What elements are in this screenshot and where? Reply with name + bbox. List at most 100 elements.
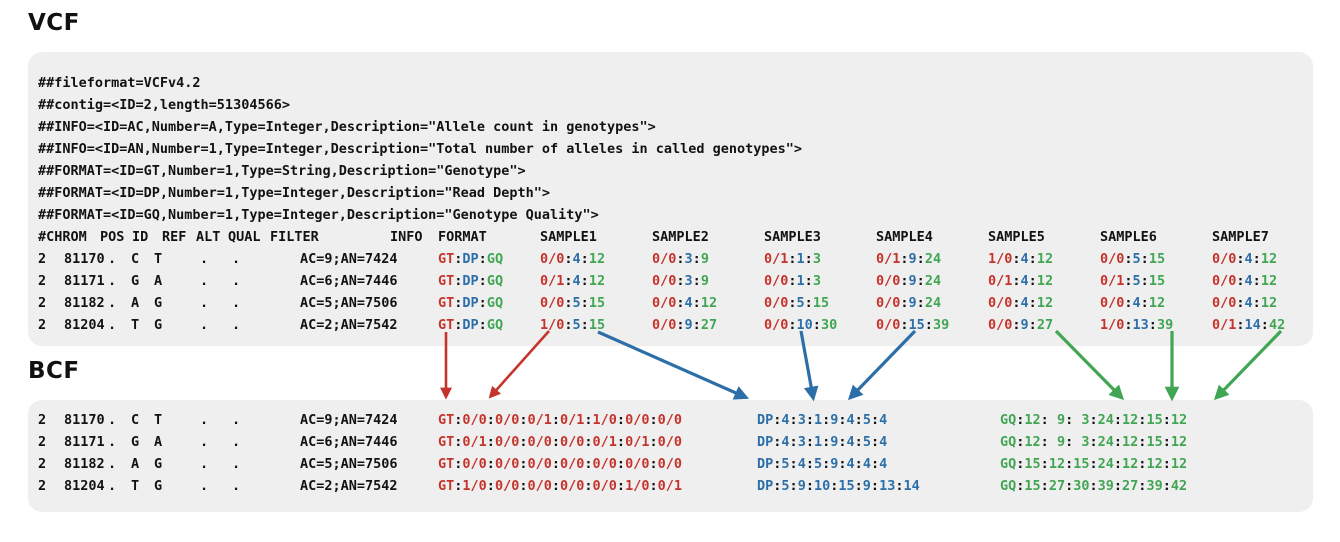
dp-vector-cell: DP:4:3:1:9:4:5:4 (757, 412, 888, 428)
sample4-header: SAMPLE4 (876, 229, 933, 245)
id-cell: . (108, 478, 117, 494)
sample2-cell: 0/0:4:12 (652, 295, 718, 311)
pos-cell: 81171 (64, 434, 105, 450)
bcf-panel: 2 81170 . C T . . AC=9;AN=7424 GT:0/0:0/… (28, 400, 1313, 512)
sample7-cell: 0/0:4:12 (1212, 251, 1278, 267)
filter-cell: . (232, 251, 241, 267)
vcf-meta-line: ##fileformat=VCFv4.2 (38, 75, 201, 91)
filter-cell: . (232, 295, 241, 311)
qual-cell: . (200, 456, 209, 472)
sample3-cell: 0/0:5:15 (764, 295, 830, 311)
qual-cell: . (200, 478, 209, 494)
alt-header: ALT (196, 229, 221, 245)
pos-cell: 81204 (64, 478, 105, 494)
ref-cell: T (131, 317, 140, 333)
chrom-cell: 2 (38, 295, 47, 311)
qual-cell: . (200, 295, 209, 311)
chrom-cell: 2 (38, 317, 47, 333)
gq-vector-cell: GQ:12: 9: 3:24:12:15:12 (1000, 434, 1188, 450)
sample3-header: SAMPLE3 (764, 229, 821, 245)
qual-header: QUAL (228, 229, 261, 245)
sample2-cell: 0/0:9:27 (652, 317, 718, 333)
sample6-cell: 0/1:5:15 (1100, 273, 1166, 289)
sample5-header: SAMPLE5 (988, 229, 1045, 245)
format-cell: GT:DP:GQ (438, 273, 504, 289)
chrom-header: #CHROM (38, 229, 87, 245)
alt-cell: G (154, 478, 163, 494)
id-cell: . (108, 317, 117, 333)
info-cell: AC=6;AN=7446 (300, 434, 398, 450)
id-cell: . (108, 434, 117, 450)
info-header: INFO (390, 229, 423, 245)
pos-cell: 81170 (64, 412, 105, 428)
filter-cell: . (232, 434, 241, 450)
id-cell: . (108, 456, 117, 472)
ref-cell: G (131, 434, 140, 450)
gt-vector-cell: GT:0/0:0/0:0/1:0/1:1/0:0/0:0/0 (438, 412, 682, 428)
vcf-data-row-4: 2 81204 . T G . . AC=2;AN=7542 GT:DP:GQ … (38, 314, 1313, 336)
format-cell: GT:DP:GQ (438, 317, 504, 333)
id-header: ID (132, 229, 149, 245)
alt-cell: T (154, 251, 163, 267)
sample6-header: SAMPLE6 (1100, 229, 1157, 245)
alt-cell: A (154, 273, 163, 289)
ref-cell: T (131, 478, 140, 494)
filter-cell: . (232, 317, 241, 333)
gq-vector-cell: GQ:12: 9: 3:24:12:15:12 (1000, 412, 1188, 428)
chrom-cell: 2 (38, 251, 47, 267)
sample4-cell: 0/0:15:39 (876, 317, 950, 333)
chrom-cell: 2 (38, 273, 47, 289)
gq-vector-cell: GQ:15:27:30:39:27:39:42 (1000, 478, 1188, 494)
sample6-cell: 0/0:4:12 (1100, 295, 1166, 311)
filter-cell: . (232, 412, 241, 428)
qual-cell: . (200, 273, 209, 289)
pos-cell: 81171 (64, 273, 105, 289)
vcf-meta-line: ##INFO=<ID=AN,Number=1,Type=Integer,Desc… (38, 141, 803, 157)
sample2-cell: 0/0:3:9 (652, 251, 709, 267)
vcf-meta-line: ##INFO=<ID=AC,Number=A,Type=Integer,Desc… (38, 119, 656, 135)
sample4-cell: 0/0:9:24 (876, 273, 942, 289)
format-cell: GT:DP:GQ (438, 251, 504, 267)
vcf-data-row-3: 2 81182 . A G . . AC=5;AN=7506 GT:DP:GQ … (38, 292, 1313, 314)
alt-cell: G (154, 317, 163, 333)
qual-cell: . (200, 251, 209, 267)
dp-vector-cell: DP:4:3:1:9:4:5:4 (757, 434, 888, 450)
ref-cell: G (131, 273, 140, 289)
gq-vector-cell: GQ:15:12:15:24:12:12:12 (1000, 456, 1188, 472)
filter-cell: . (232, 478, 241, 494)
sample5-cell: 0/0:4:12 (988, 295, 1054, 311)
bcf-panel-content: 2 81170 . C T . . AC=9;AN=7424 GT:0/0:0/… (28, 400, 1313, 497)
bcf-data-row-4: 2 81204 . T G . . AC=2;AN=7542 GT:1/0:0/… (38, 475, 1313, 497)
ref-header: REF (162, 229, 187, 245)
sample4-cell: 0/0:9:24 (876, 295, 942, 311)
info-cell: AC=9;AN=7424 (300, 251, 398, 267)
chrom-cell: 2 (38, 456, 47, 472)
sample2-cell: 0/0:3:9 (652, 273, 709, 289)
sample1-cell: 0/1:4:12 (540, 273, 606, 289)
dp-vector-cell: DP:5:9:10:15:9:13:14 (757, 478, 920, 494)
alt-cell: A (154, 434, 163, 450)
info-cell: AC=2;AN=7542 (300, 317, 398, 333)
sample7-cell: 0/1:14:42 (1212, 317, 1286, 333)
sample5-cell: 0/0:9:27 (988, 317, 1054, 333)
qual-cell: . (200, 434, 209, 450)
bcf-data-row-3: 2 81182 . A G . . AC=5;AN=7506 GT:0/0:0/… (38, 453, 1313, 475)
sample7-cell: 0/0:4:12 (1212, 295, 1278, 311)
ref-cell: A (131, 456, 140, 472)
alt-cell: G (154, 456, 163, 472)
sample1-header: SAMPLE1 (540, 229, 597, 245)
bcf-data-row-2: 2 81171 . G A . . AC=6;AN=7446 GT:0/1:0/… (38, 431, 1313, 453)
id-cell: . (108, 251, 117, 267)
vcf-panel: ##fileformat=VCFv4.2 ##contig=<ID=2,leng… (28, 52, 1313, 346)
ref-cell: A (131, 295, 140, 311)
sample7-cell: 0/0:4:12 (1212, 273, 1278, 289)
sample6-cell: 0/0:5:15 (1100, 251, 1166, 267)
sample3-cell: 0/0:1:3 (764, 273, 821, 289)
id-cell: . (108, 412, 117, 428)
sample1-cell: 0/0:4:12 (540, 251, 606, 267)
chrom-cell: 2 (38, 412, 47, 428)
sample7-header: SAMPLE7 (1212, 229, 1269, 245)
pos-cell: 81182 (64, 295, 105, 311)
chrom-cell: 2 (38, 478, 47, 494)
chrom-cell: 2 (38, 434, 47, 450)
